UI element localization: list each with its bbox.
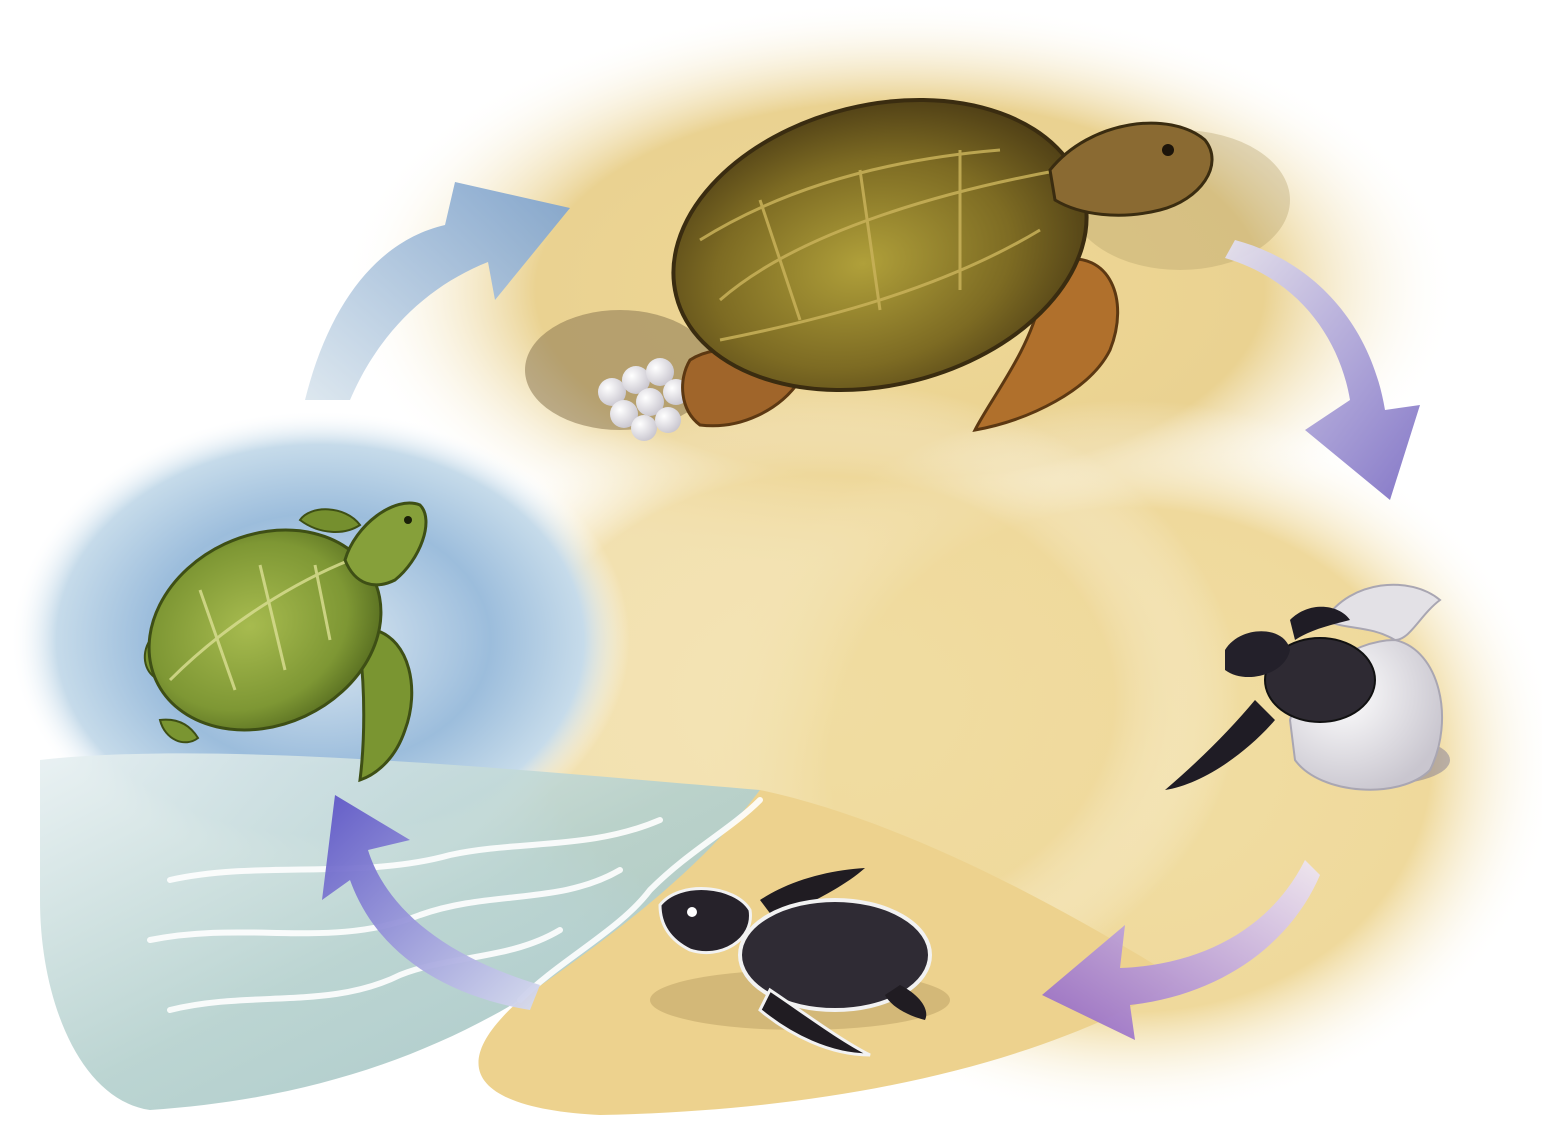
turtle-eye xyxy=(1162,144,1174,156)
crawl-eye xyxy=(687,907,697,917)
swim-eye xyxy=(404,516,412,524)
